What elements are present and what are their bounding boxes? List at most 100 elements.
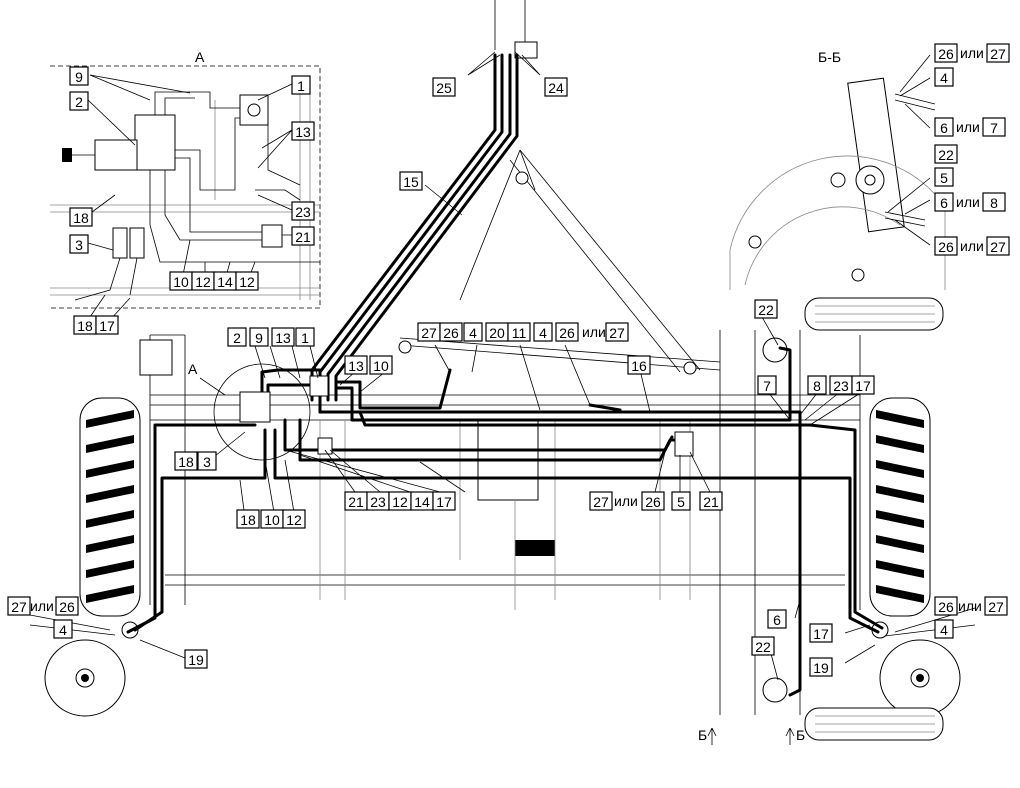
- callout-top-1-text: 24: [548, 80, 564, 96]
- callout-section-0-b: 27: [986, 43, 1010, 63]
- callout-main-29-text: 5: [677, 494, 685, 510]
- callout-main-35: 26: [55, 596, 79, 616]
- callout-main-20: 18: [174, 451, 198, 471]
- section-mark-left: Б: [698, 727, 707, 743]
- callout-main-44: 4: [934, 619, 954, 639]
- callout-main-0: 2: [227, 327, 247, 347]
- callout-main-14-text: 16: [631, 358, 647, 374]
- callout-main-9: 4: [533, 322, 553, 342]
- callout-main-14: 16: [627, 355, 651, 375]
- rear-roller-tires: [804, 297, 944, 741]
- callout-detail-a-13-text: 18: [77, 318, 93, 334]
- callout-main-43-text: 27: [988, 599, 1004, 615]
- callout-detail-a-10-text: 12: [195, 274, 211, 290]
- callout-main-17-text: 8: [813, 378, 821, 394]
- callout-main-11: 27: [605, 322, 629, 342]
- callout-main-6-text: 4: [469, 325, 477, 341]
- callout-section-6-a: 26: [934, 236, 958, 256]
- callout-main-16: 7: [757, 375, 777, 395]
- callout-section-2-a-text: 6: [940, 120, 948, 136]
- callout-main-or-3: или: [958, 598, 982, 614]
- detail-a-title: А: [195, 49, 205, 65]
- callout-main-13: 10: [369, 355, 393, 375]
- callout-main-12: 13: [344, 355, 368, 375]
- callout-detail-a-12: 12: [235, 271, 259, 291]
- callout-main-36-text: 4: [59, 622, 67, 638]
- callout-main-28: 26: [641, 491, 665, 511]
- callout-section-5-b-text: 8: [990, 195, 998, 211]
- callout-main-33-text: 12: [286, 512, 302, 528]
- callout-main-18-text: 23: [833, 378, 849, 394]
- callout-section-5-or: или: [956, 194, 980, 210]
- callout-main-19: 17: [851, 375, 875, 395]
- callout-main-35-text: 26: [59, 599, 75, 615]
- callout-main-7: 20: [485, 322, 509, 342]
- callout-detail-a-0: 9: [69, 66, 89, 86]
- callout-main-19-text: 17: [855, 378, 871, 394]
- callout-main-0-text: 2: [233, 330, 241, 346]
- callout-main-31-text: 18: [240, 512, 256, 528]
- callout-main-21-text: 3: [203, 454, 211, 470]
- callout-main-8: 11: [507, 322, 531, 342]
- callout-main-10-text: 26: [559, 325, 575, 341]
- callout-main-30: 21: [699, 491, 723, 511]
- callout-detail-a-6: 3: [69, 234, 89, 254]
- callout-main-38-text: 6: [773, 612, 781, 628]
- callout-section-6-a-text: 26: [938, 239, 954, 255]
- callout-section-6-b: 27: [986, 236, 1010, 256]
- callout-detail-a-1: 2: [69, 91, 89, 111]
- callout-main-40: 22: [751, 636, 775, 656]
- callout-main-4-text: 27: [421, 325, 437, 341]
- section-title: Б-Б: [818, 49, 841, 65]
- callout-section-5-a-text: 6: [940, 195, 948, 211]
- callout-main-39: 17: [809, 623, 833, 643]
- main-view: А: [29, 0, 976, 745]
- callout-main-32-text: 10: [264, 512, 280, 528]
- callout-main-31: 18: [236, 509, 260, 529]
- callout-section-2-or: или: [956, 119, 980, 135]
- callout-main-43: 27: [984, 596, 1008, 616]
- callout-detail-a-11: 14: [213, 271, 237, 291]
- callout-main-or-0: или: [582, 324, 606, 340]
- left-tire: [79, 397, 141, 617]
- callout-main-38: 6: [767, 609, 787, 629]
- callout-main-1-text: 9: [255, 330, 263, 346]
- callout-main-26: 17: [432, 491, 456, 511]
- callout-detail-a-9-text: 10: [173, 274, 189, 290]
- callout-main-5: 26: [439, 322, 463, 342]
- callout-main-3-text: 1: [301, 330, 309, 346]
- callout-main-18: 23: [829, 375, 853, 395]
- callout-main-1: 9: [249, 327, 269, 347]
- callout-top-0: 25: [432, 77, 456, 97]
- callout-detail-a-3-text: 13: [295, 124, 311, 140]
- callout-detail-a-14: 17: [95, 315, 119, 335]
- callout-detail-a-2: 1: [291, 75, 311, 95]
- callout-main-26-text: 17: [436, 494, 452, 510]
- view-a-marker: А: [188, 361, 198, 377]
- callout-section-4-a-text: 5: [940, 170, 948, 186]
- callout-main-27: 27: [589, 491, 613, 511]
- callout-main-44-text: 4: [940, 622, 948, 638]
- callout-detail-a-8-text: 21: [295, 229, 311, 245]
- callout-section-2-b: 7: [982, 117, 1006, 137]
- callout-main-33: 12: [282, 509, 306, 529]
- callout-main-36: 4: [53, 619, 73, 639]
- callout-detail-a-5: 18: [69, 207, 93, 227]
- callout-main-or-1: или: [30, 598, 54, 614]
- callout-main-34: 27: [7, 596, 31, 616]
- callout-main-13-text: 10: [373, 358, 389, 374]
- callout-main-34-text: 27: [11, 599, 27, 615]
- callout-main-23: 23: [366, 491, 390, 511]
- callout-main-42: 26: [934, 596, 958, 616]
- detail-view-a: А: [50, 49, 321, 321]
- callout-detail-a-13: 18: [73, 315, 97, 335]
- callout-main-8-text: 11: [512, 325, 527, 341]
- callout-detail-a-6-text: 3: [75, 237, 83, 253]
- callout-detail-a-14-text: 17: [99, 318, 115, 334]
- callout-section-5-a: 6: [934, 192, 954, 212]
- section-mark-right: Б: [796, 727, 805, 743]
- callout-detail-a-4-text: 15: [403, 174, 419, 190]
- callout-main-22: 21: [344, 491, 368, 511]
- callout-main-39-text: 17: [813, 626, 829, 642]
